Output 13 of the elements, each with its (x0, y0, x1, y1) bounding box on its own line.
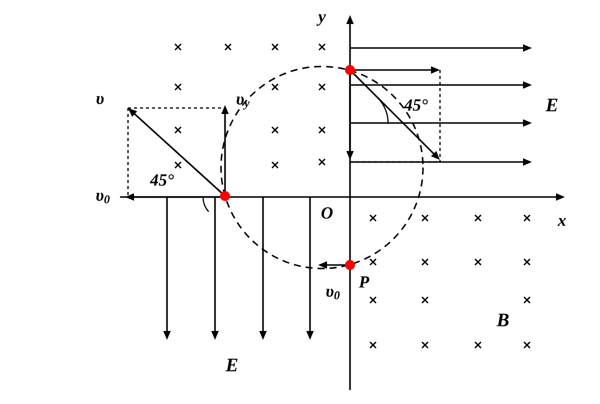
label: O (321, 207, 333, 219)
label: υ (96, 96, 104, 104)
label: υ$_{0}$ (96, 192, 110, 204)
label: E (546, 98, 558, 112)
label: υ$_{0}$ (326, 288, 340, 300)
label: P (358, 276, 370, 288)
label: B (496, 314, 509, 326)
label: x (558, 218, 566, 226)
label: υ$_{y}$ (236, 96, 250, 110)
label: 45° (150, 174, 174, 186)
label: 45° (404, 99, 428, 111)
label: y (316, 14, 326, 26)
label: E (226, 358, 238, 372)
